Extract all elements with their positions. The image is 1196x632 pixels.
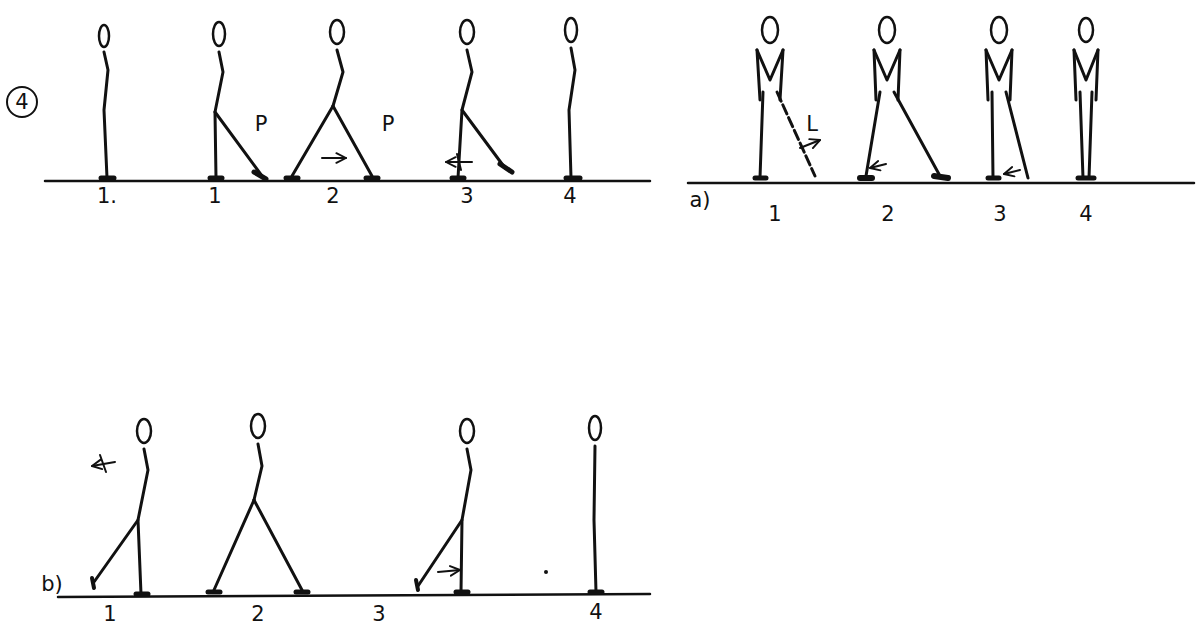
step-label: 3: [993, 204, 1006, 225]
step-label: 2: [251, 604, 264, 625]
step-label: 1.: [97, 186, 117, 207]
step-label: P: [382, 114, 395, 135]
step-label: 1: [208, 186, 221, 207]
exercise-number: 4: [15, 92, 28, 113]
step-label: 4: [589, 602, 602, 623]
step-label: a): [689, 190, 710, 211]
step-label: 1: [768, 204, 781, 225]
step-label: b): [41, 574, 63, 595]
step-label: L: [806, 114, 818, 135]
step-label: P: [255, 114, 268, 135]
step-label: 2: [881, 204, 894, 225]
step-label: 3: [372, 604, 385, 625]
step-label: 4: [563, 186, 576, 207]
step-label: 4: [1079, 204, 1092, 225]
step-label: 1: [103, 604, 116, 625]
step-label: 3: [460, 186, 473, 207]
step-label: 2: [326, 186, 339, 207]
